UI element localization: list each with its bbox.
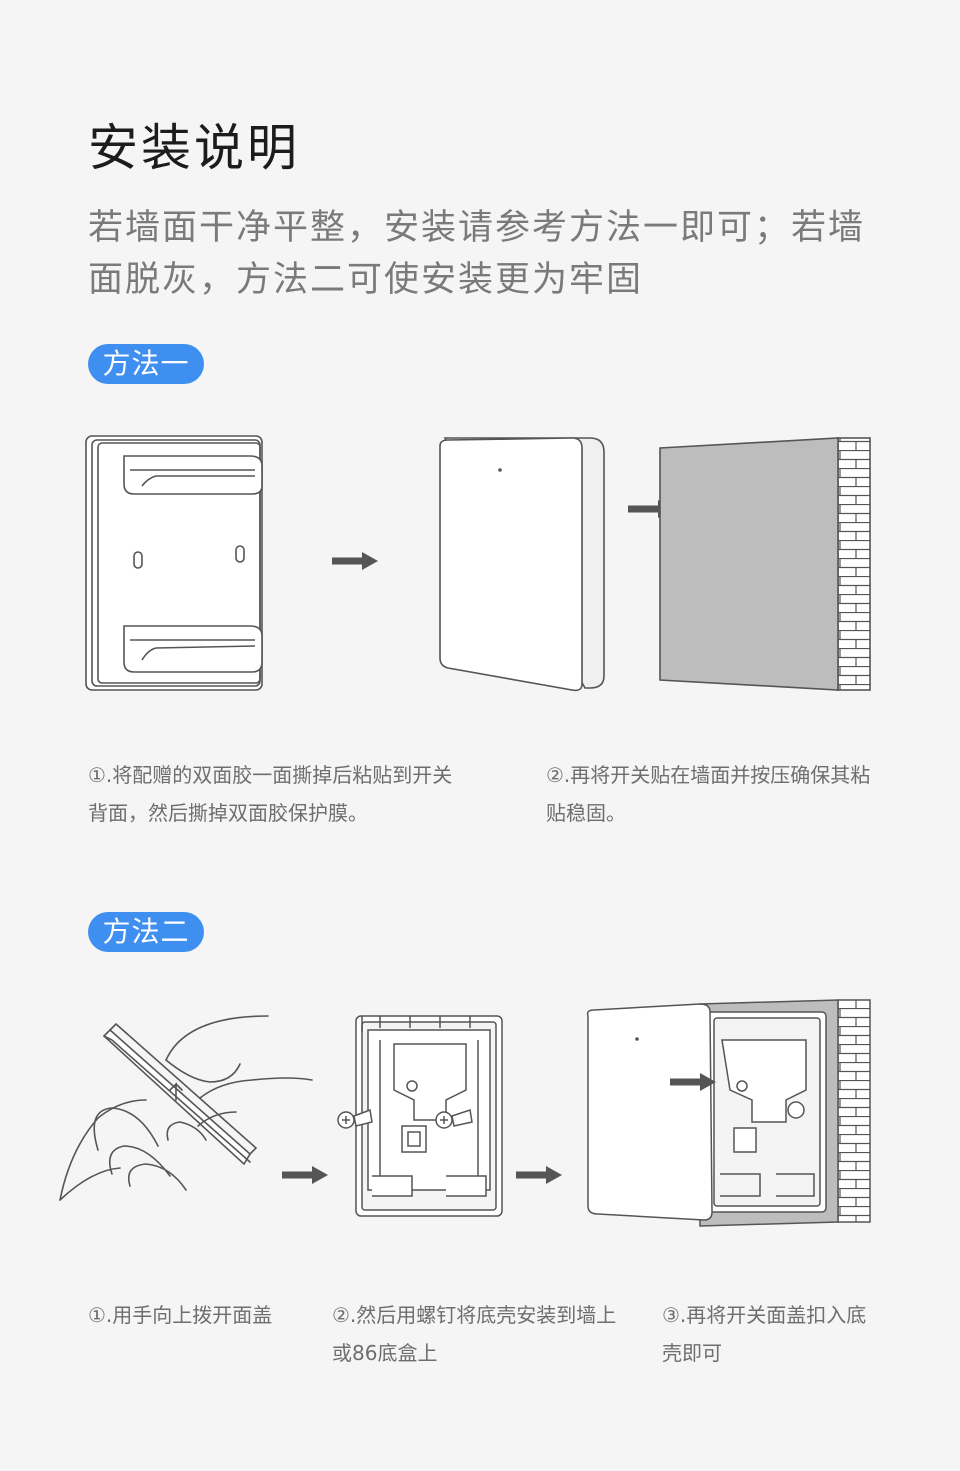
switch-front-icon xyxy=(439,437,605,692)
method-two-step-3-caption: ③.再将开关面盖扣入底壳即可 xyxy=(662,1303,867,1365)
hand-open-cover-icon xyxy=(59,1015,313,1201)
arrow-right-icon xyxy=(332,552,378,570)
intro-text: 若墙面干净平整，安装请参考方法一即可；若墙面脱灰，方法二可使安装更为牢固 xyxy=(88,208,866,300)
page-title: 安装说明 xyxy=(88,119,300,177)
arrow-right-icon xyxy=(516,1166,562,1184)
base-screw-icon xyxy=(337,1015,503,1217)
switch-snap-on-wall-icon xyxy=(586,999,871,1227)
arrow-right-icon xyxy=(282,1166,328,1184)
method-two-badge: 方法二 xyxy=(88,912,204,952)
wall-panel-icon xyxy=(659,437,871,691)
method-one-badge: 方法一 xyxy=(88,344,204,384)
method-two-step-1-caption: ①.用手向上拨开面盖 xyxy=(88,1303,273,1327)
method-one-step-1-caption: ①.将配赠的双面胶一面撕掉后粘贴到开关背面，然后撕掉双面胶保护膜。 xyxy=(88,763,453,825)
switch-back-tape-icon xyxy=(85,435,263,691)
method-one-step-2-caption: ②.再将开关贴在墙面并按压确保其粘贴稳固。 xyxy=(546,763,871,825)
method-two-step-2-caption: ②.然后用螺钉将底壳安装到墙上或86底盒上 xyxy=(332,1303,617,1365)
